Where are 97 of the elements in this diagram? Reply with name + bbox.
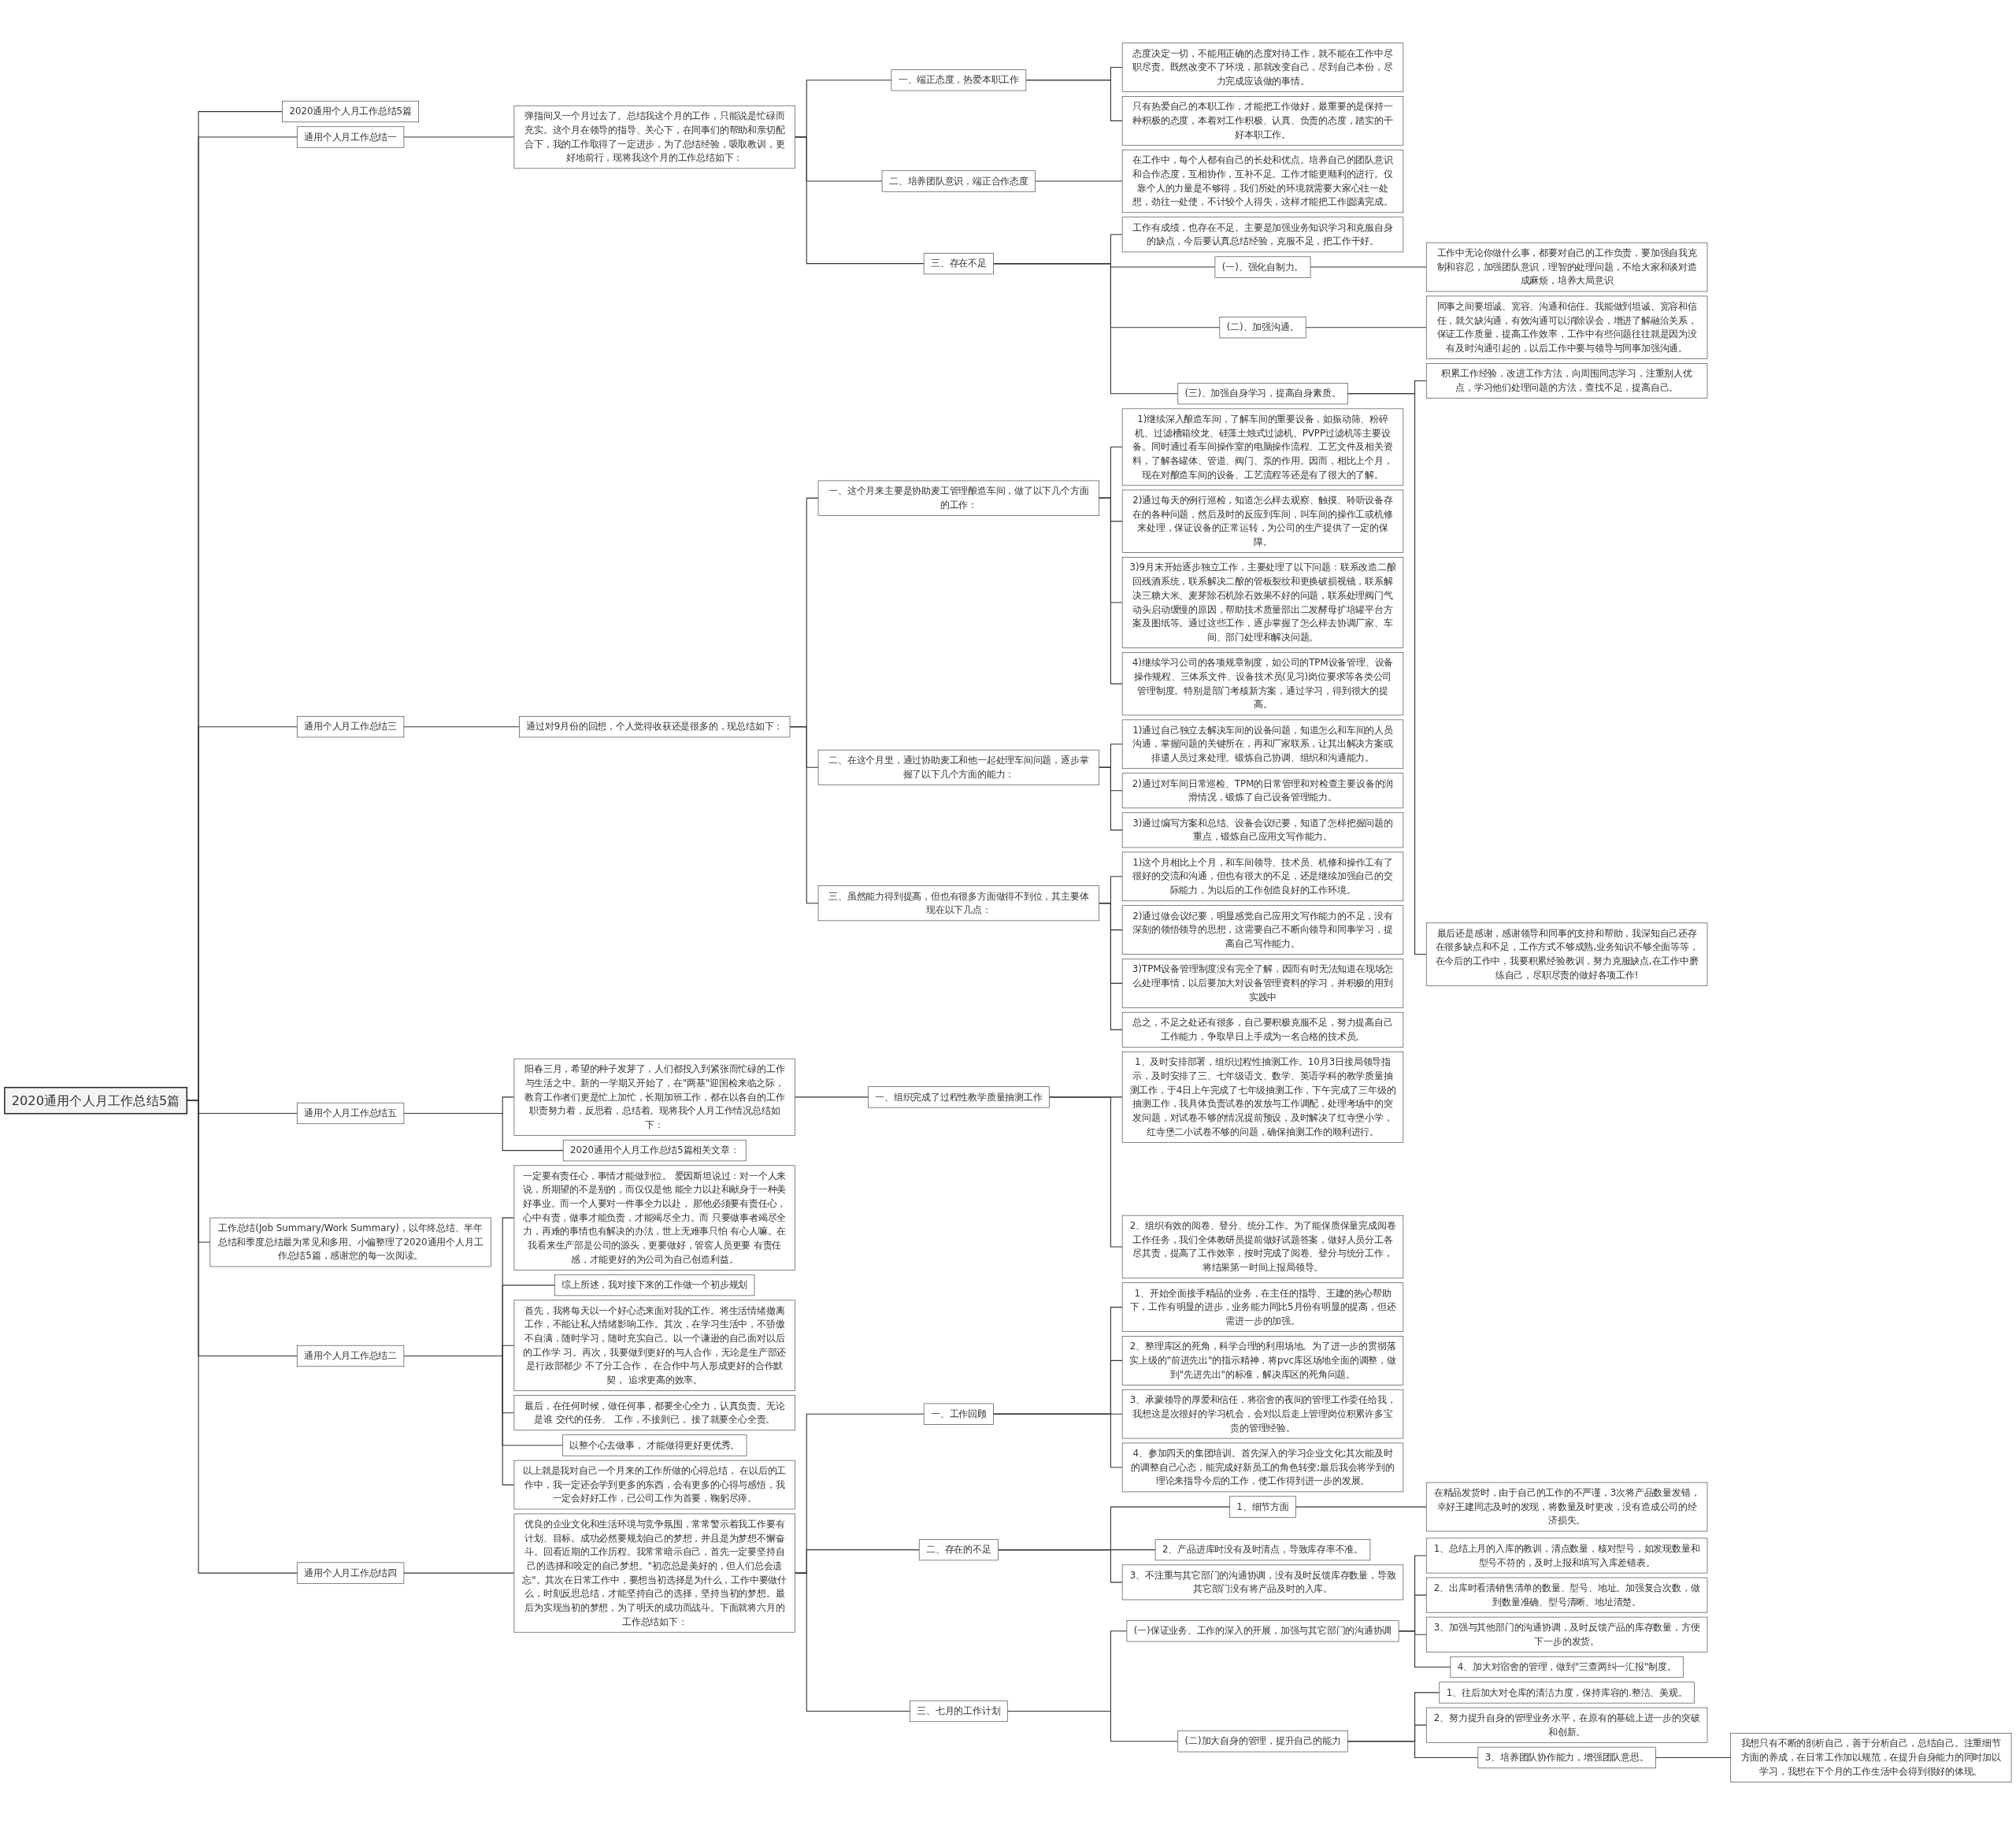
- node-box: 3、承蒙领导的厚爱和信任，将宿舍的夜间的管理工作委任给我，我想这是次很好的学习机会，会对以后走上管理岗位积累许多宝贵的管理经验。: [1121, 1389, 1404, 1439]
- node-box: 我想只有不断的剖析自己，善于分析自己，总结自己。注重细节方面的养成，在日常工作加以规范，在提升自身能力的同时加以学习，我想在下个月的工作生活中会得到很好的体现。: [1730, 1733, 2012, 1782]
- node-box: 三、存在不足: [923, 253, 994, 275]
- node-box: 最后，在任何时候，做任何事，都要全心全力，认真负责。无论是谁 交代的任务、 工作，不接则已， 接了就要全心全责。: [513, 1395, 795, 1431]
- node-box: 1、细节方面: [1229, 1496, 1296, 1518]
- connector: [403, 1112, 564, 1152]
- node-box: 通用个人月工作总结二: [296, 1345, 405, 1367]
- node-box: (二)加大自身的管理，提升自己的能力: [1177, 1730, 1348, 1753]
- connector: [403, 1355, 515, 1486]
- node-box: 一、工作回顾: [923, 1403, 994, 1425]
- node-box: 3、不注重与其它部门的沟通协调，没有及时反馈库存数量，导致其它部门没有将产品及时的入库。: [1121, 1564, 1404, 1601]
- connector: [1099, 766, 1123, 831]
- node-box: 1、总结上月的入库的教训，清点数量，核对型号，如发现数量和型号不符的，及时上报和填写入库差错表。: [1425, 1538, 1708, 1574]
- node-box: (一)保证业务、工作的深入的开展，加强与其它部门的沟通协调: [1126, 1620, 1399, 1642]
- node-box: 2、组织有效的阅卷、登分、统分工作。为了能保质保量完成阅卷工作任务，我们全体教研员提前做好试题答案，做好人员分工各尽其责，提高了工作效率，按时完成了阅卷、登分与统分工作，将结果第一时间上报局领导。: [1121, 1215, 1404, 1279]
- connector: [1099, 903, 1123, 1030]
- node-box: 在工作中，每个人都有自己的长处和优点。培养自己的团队意识和合作态度，互相协作，互补不足。工作才能更顺利的进行。仅靠个人的力量是不够得，我们所处的环境就需要大家心往一处想，劲往一处使，不计较个人得失，这样才能把工作圆满完成。: [1121, 149, 1404, 213]
- node-box: 优良的企业文化和生活环境与竞争氛围，常常警示着我工作要有计划、目标。成功必然要规划自己的梦想，并且是为梦想不懈奋斗。回看近期的工作历程。我常常暗示自己，首先一定要坚持自己的选择和咬定的自己梦想。"初恋总是美好的，但人们总会遗忘"。其次在日常工作中，要想当初选择是为什么，工作中要做什么，时刻反思总结，才能坚持自己的选择，坚持当初的梦想。最后为实现当初的梦想，为了明天的成功而战斗。下面就将六月的工作总结如下：: [513, 1513, 795, 1633]
- node-box: 2020通用个人月工作总结5篇相关文章：: [562, 1140, 747, 1162]
- node-box: 4)继续学习公司的各项规章制度，如公司的TPM设备管理、设备操作规程、三体系文件、设备技术员(见习)岗位要求等各类公司管理制度。特别是部门考核新方案，通过学习，得到很大的提高。: [1121, 652, 1404, 716]
- node-box: 弹指间又一个月过去了。总结我这个月的工作，只能说是忙碌而充实。这个月在领导的指导、关心下，在同事们的帮助和亲切配合下，我的工作取得了一定进步，为了总结经验，吸取教训，更好地前行，现将我这个月的工作总结如下：: [513, 105, 795, 169]
- node-box: 二、培养团队意识，端正合作态度: [881, 170, 1036, 192]
- node-box: 2)通过做会议纪要，明显感觉自己应用文写作能力的不足，没有深刻的领悟领导的思想，这需要自己不断向领导和同事学习，提高自己写作能力。: [1121, 905, 1404, 955]
- connector: [1006, 1710, 1179, 1742]
- node-box: 态度决定一切，不能用正确的态度对待工作，就不能在工作中尽职尽责。既然改变不了环境，那就改变自己，尽到自己本份，尽力完成应该做的事情。: [1121, 43, 1404, 92]
- node-box: 总之，不足之处还有很多，自己要积极克服不足，努力提高自己工作能力，争取早日上手成为一名合格的技术员。: [1121, 1011, 1404, 1048]
- connector: [403, 1572, 515, 1574]
- connector: [795, 1096, 869, 1098]
- connector: [1295, 1506, 1427, 1508]
- node-box: 三、虽然能力得到提高，但也有很多方面做得不到位，其主要体现在以下几点：: [817, 885, 1100, 922]
- connector: [403, 136, 515, 138]
- node-box: 首先，我将每天以一个好心态来面对我的工作。将生活情绪撤离工作，不能让私人情绪影响工作。其次，在学习生活中，不骄傲不自满，随时学习，随时充实自己。以一个谦逊的自己面对以后的工作学 习。再次，我要做到更好的与人合作，无论是生产部还是行政部都少 不了分工合作， 在合作中与人形成更好的合作默契， 追求更高的效率。: [513, 1300, 795, 1392]
- connector: [1347, 1741, 1479, 1758]
- connector: [1025, 80, 1123, 121]
- node-box: 3、加强与其他部门的沟通协调，及时反馈产品的库存数量，方便下一步的发货。: [1425, 1616, 1708, 1653]
- connector: [789, 726, 819, 904]
- node-box: (一)、强化自制力。: [1214, 256, 1311, 278]
- node-box: 3)TPM设备管理制度没有完全了解，因而有时无法知道在现场怎么处理事情，以后要加大对设备管理资料的学习，并积极的用到实践中: [1121, 959, 1404, 1008]
- node-box: (三)、加强自身学习，提高自身素质。: [1177, 383, 1348, 405]
- node-box: 1、开始全面接手精品的业务，在主任的指导、王建的热心帮助下，工作有明显的进步，业务能力同比5月份有明显的提高，但还需进一步的加强。: [1121, 1282, 1404, 1332]
- node-box: 积累工作经验，改进工作方法，向周围同志学习，注重别人优点，学习他们处理问题的方法，查找不足，提高自己。: [1425, 363, 1708, 399]
- connector: [1035, 180, 1123, 182]
- node-box: 2020通用个人月工作总结5篇: [282, 100, 419, 123]
- node-box: 2、努力提升自身的管理业务水平，在原有的基础上进一步的突破和创新。: [1425, 1707, 1708, 1743]
- connector: [993, 263, 1179, 395]
- node-box: 以整个心去做事， 才能做得更好更优秀。: [562, 1434, 747, 1456]
- connector: [403, 726, 520, 728]
- node-box: 同事之间要坦诚、宽容、沟通和信任。我能做到坦诚、宽容和信任，就欠缺沟通，有效沟通可以消除误会，增进了解融洽关系，保证工作质量，提高工作效率，工作中有些问题往往就是因为没有及时沟通引起的，以后工作中要与领导与同事加强沟通。: [1425, 295, 1708, 359]
- node-box: 通用个人月工作总结一: [296, 126, 405, 148]
- node-box: 综上所述，我对接下来的工作做一个初步规划: [554, 1274, 755, 1296]
- node-box: 一、组织完成了过程性教学质量抽测工作: [868, 1086, 1050, 1108]
- node-box: 二、在这个月里，通过协助麦工和他一起处理车间问题，逐步掌握了以下几个方面的能力：: [817, 749, 1100, 785]
- node-box: 一、这个月来主要是协助麦工管理酿造车间，做了以下几个方面的工作：: [817, 480, 1100, 516]
- node-box: 1)通过自己独立去解决车间的设备问题，知道怎么和车间的人员沟通，掌握问题的关键所在，再和厂家联系，让其出解决方案或排遣人员过来处理。锻炼自己协调、组织和沟通能力。: [1121, 719, 1404, 770]
- node-box: 2、产品进库时没有及时清点，导致库存率不准。: [1154, 1539, 1371, 1561]
- connector: [993, 1413, 1123, 1468]
- node-box: 工作有成绩，也存在不足。主要是加强业务知识学习和克服自身的缺点，今后要认真总结经验，克服不足，把工作干好。: [1121, 217, 1404, 253]
- node-box: 通用个人月工作总结五: [296, 1102, 405, 1125]
- node-box: 工作总结(Job Summary/Work Summary)，以年终总结、半年总结和季度总结最为常见和多用。小偏整理了2020通用个人月工作总结5篇，感谢您的每一次阅读。: [209, 1217, 491, 1267]
- connector: [1655, 1756, 1731, 1758]
- node-box: (二)、加强沟通。: [1219, 317, 1306, 339]
- node-box: 3、培养团队协作能力，增强团队意思。: [1477, 1746, 1656, 1769]
- connector: [1398, 1630, 1451, 1668]
- node-box: 只有热爱自己的本职工作，才能把工作做好，最重要的是保持一种积极的态度，本着对工作积极、认真、负责的态度，踏实的干好本职工作。: [1121, 96, 1404, 146]
- connector: [1347, 393, 1427, 955]
- node-box: 一、端正态度，热爱本职工作: [891, 69, 1027, 91]
- node-box: 通用个人月工作总结三: [296, 716, 405, 738]
- node-box: 阳春三月，希望的种子发芽了，人们都投入到紧张而忙碌的工作与生活之中。新的一学期又开始了，在"两基"迎国检来临之际，教育工作者们更是忙上加忙，长期加班工作，都在以各自的工作职责努力着，反思着，总结着。现将我个人月工作情况总结如下：: [513, 1058, 795, 1136]
- node-box: 2)通过每天的例行巡检，知道怎么样去观察、触摸、聆听设备存在的各种问题，然后及时的反应到车间，叫车间的操作工或机修来处理，保证设备的正常运转，为公司的生产提供了一定的保障。: [1121, 489, 1404, 553]
- connector: [1048, 1096, 1123, 1248]
- connector: [1305, 327, 1427, 328]
- node-box: 最后还是感谢，感谢领导和同事的支持和帮助，我深知自己还存在很多缺点和不足，工作方式不够成熟,业务知识不够全面等等，在今后的工作中，我要积累经验教训，努力克服缺点,在工作中磨练自己，尽职尽责的做好各项工作!: [1425, 922, 1708, 986]
- connector: [997, 1549, 1123, 1583]
- node-box: 3)9月末开始逐步独立工作，主要处理了以下问题：联系改造二酿回残酒系统，联系解决二酿的管板裂纹和更换破损视镜，联系解决三糖大米、麦芽除石机除石效果不好的问题，联系处理阀门气动头启动缓慢的原因，帮助技术质量部出二发酵母扩培罐平台方案及图纸等。通过这些工作，逐步掌握了怎么样去协调厂家、车间、部门处理和解决问题。: [1121, 557, 1404, 648]
- node-box: 1、及时安排部署，组织过程性抽测工作。10月3日接局领导指示，及时安排了三、七年级语文、数学、英语学科的教学质量抽测工作，于4日上午完成了七年级抽测工作，下午完成了三年级的抽测工作，我具体负责试卷的发放与工作调配，处理考场中的突发问题，对试卷不够的情况提前预设，及时解决了红寺堡小学，红寺堡二小试卷不够的问题，确保抽测工作的顺利进行。: [1121, 1052, 1404, 1143]
- node-box: 2020通用个人月工作总结5篇: [4, 1086, 187, 1115]
- node-box: 2、出库时看清销售清单的数量、型号、地址。加强复合次数，做到数量准确、型号清晰、地址清楚。: [1425, 1577, 1708, 1613]
- node-box: 3)通过编写方案和总结、设备会议纪要，知道了怎样把握问题的重点，锻炼自己应用文写作能力。: [1121, 812, 1404, 848]
- node-box: 4、参加四天的集团培训。首先深入的学习企业文化;其次能及时的调整自己心态，能完成好新员工的角色转变;最后我会将学到的理论来指导今后的工作，使工作得到进一步的发展。: [1121, 1442, 1404, 1493]
- node-box: 1、往后加大对仓库的清洁力度，保持库容的.整洁、美观。: [1439, 1682, 1695, 1704]
- node-box: 二、存在的不足: [918, 1539, 999, 1561]
- connector: [795, 136, 925, 265]
- node-box: 2、整理库区的死角，科学合理的利用场地。为了进一步的贯彻落实上级的"前进先出"的指示精神，将pvc库区场地全面的调整，做到"先进先出"的标准，解决库区的死角问题。: [1121, 1336, 1404, 1385]
- connector: [1310, 266, 1427, 268]
- node-box: 工作中无论你做什么事，都要对自己的工作负责，要加强自我克制和容忍，加强团队意识，理智的处理问题，不给大家和谈对造成麻烦，培养大局意识: [1425, 242, 1708, 292]
- node-box: 1)继续深入酿造车间，了解车间的重要设备，如振动筛、粉碎机、过滤槽箱绞龙、硅藻土烛式过滤机、PVPP过滤机等主要设备。同时通过看车间操作室的电脑操作流程、工艺文件及相关资料，了解各罐体、管道、阀门、泵的作用。因而，相比上个月，现在对酿造车间的设备、工艺流程等还是有了很大的了解。: [1121, 408, 1404, 486]
- node-box: 三、七月的工作计划: [910, 1700, 1008, 1723]
- connector: [795, 1572, 910, 1712]
- node-box: 通用个人月工作总结四: [296, 1562, 405, 1584]
- node-box: 4、加大对宿舍的管理，做到"三查两纠一汇报"制度。: [1450, 1656, 1684, 1678]
- node-box: 在精品发货时，由于自己的工作的不严谨，3次将产品数量发错，幸好王建同志及时的发现，将数量及时更改，没有造成公司的经济损失。: [1425, 1482, 1708, 1532]
- node-box: 以上就是我对自己一个月来的工作所做的心得总结， 在以后的工作中，我一定还会学到更多的东西，会有更多的心得与感悟，我一定会好好工作，已公司工作为首要，鞠躬尽瘁。: [513, 1460, 795, 1510]
- node-box: 一定要有责任心，事情才能做到位。 爱因斯坦说过：对一个人来说，所期望的不是别的，而仅仅是他 能全力以赴和献身于一种美好事业。而一个人要对一件事全力以赴， 那他必须要有责任心，心中有责，做事才能负责，才能竭尽全力。而 只要做事者竭尽全力，再难的事情也有解决的办法，世上无难事只怕 有心人嘛。在我看来生产部是公司的源头，更要做好，管窖人员更要 有责任感，才能更好的为公司为自己创造利益。: [513, 1165, 795, 1270]
- connector: [1099, 497, 1123, 684]
- node-box: 2)通过对车间日常巡检、TPM的日常管理和对检查主要设备的润滑情况，锻炼了自己设备管理能力。: [1121, 773, 1404, 809]
- node-box: 1)这个月相比上个月，和车间领导、技术员、机修和操作工有了很好的交流和沟通，但也有很大的不足，还是继续加强自己的交际能力，为以后的工作创造良好的工作环境。: [1121, 851, 1404, 902]
- node-box: 通过对9月份的回想，个人觉得收获还是很多的，现总结如下：: [519, 716, 791, 738]
